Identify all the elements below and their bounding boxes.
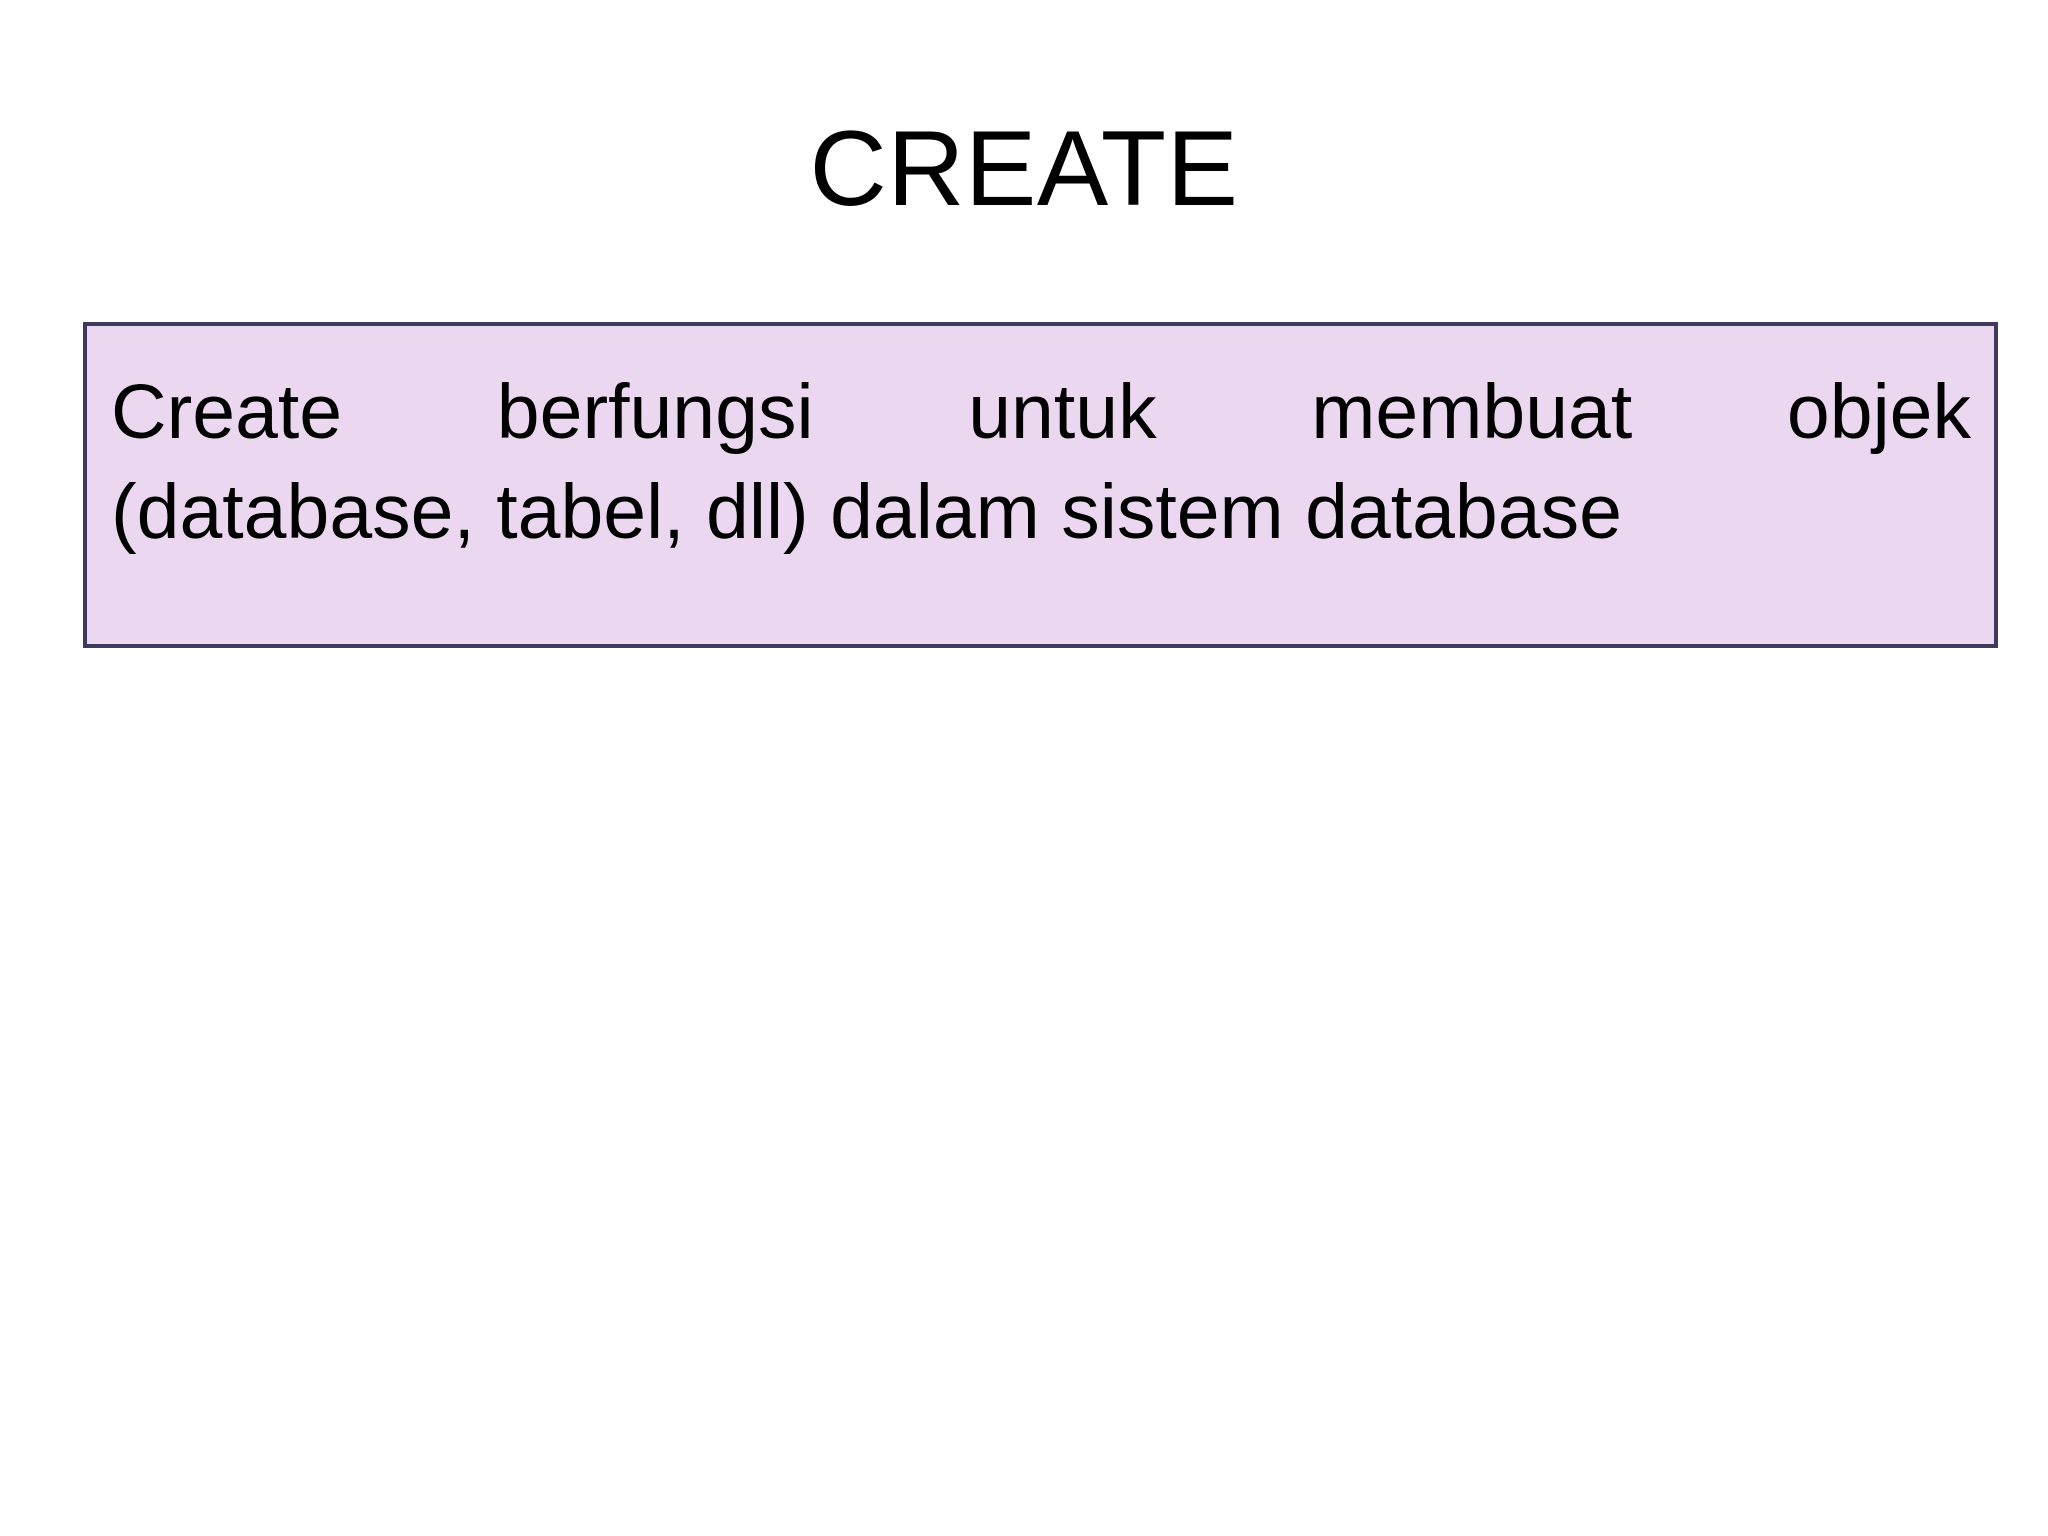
page-title: CREATE [0,108,2048,228]
content-box: Create berfungsi untuk membuat objek (da… [83,322,1998,648]
content-line-2: (database, tabel, dll) dalam sistem data… [111,469,1622,555]
content-line-1: Create berfungsi untuk membuat objek [111,369,1971,455]
slide-title-text: CREATE [809,108,1239,228]
content-body-text: Create berfungsi untuk membuat objek (da… [111,362,1971,562]
